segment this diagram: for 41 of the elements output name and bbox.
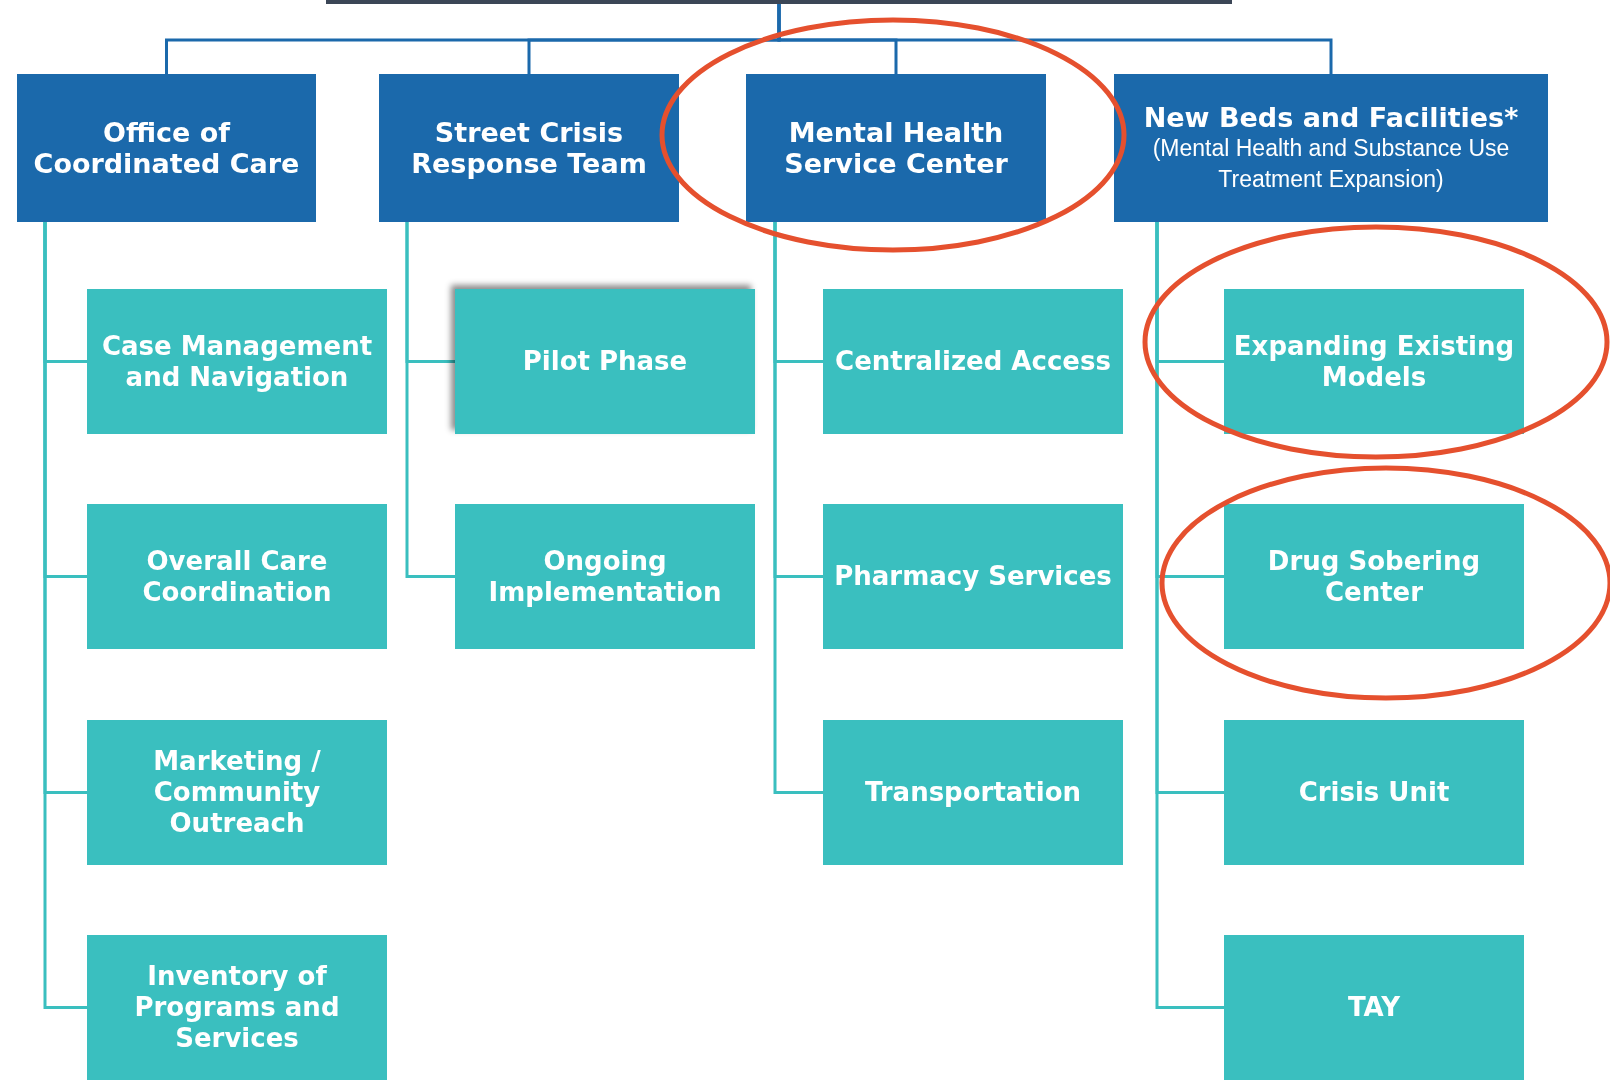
program-label: Overall Care Coordination xyxy=(141,545,333,608)
program-label: Centralized Access xyxy=(835,346,1111,377)
program-label: Ongoing Implementation xyxy=(487,545,723,608)
program-box xyxy=(823,504,1123,649)
program-label: Expanding Existing Models xyxy=(1232,330,1516,393)
program-label: Transportation xyxy=(864,777,1082,808)
connector-line xyxy=(773,222,823,794)
program-label: Pilot Phase xyxy=(522,346,688,377)
top-bar xyxy=(326,0,1232,4)
program-label: Inventory of Programs and Services xyxy=(133,961,341,1054)
program-box xyxy=(87,720,387,865)
program-box xyxy=(1224,720,1524,865)
connector-line xyxy=(405,222,455,578)
program-label: Marketing / Community Outreach xyxy=(152,746,322,839)
department-box xyxy=(17,74,316,222)
department-title: Mental Health Service Center xyxy=(783,117,1009,179)
department-box xyxy=(1114,74,1548,222)
program-box xyxy=(455,289,755,434)
program-box xyxy=(87,935,387,1080)
program-box xyxy=(823,289,1123,434)
department-title: New Beds and Facilities* xyxy=(1143,101,1519,133)
department-subtitle: (Mental Health and Substance Use Treatment Expansion) xyxy=(1151,133,1511,194)
program-label: TAY xyxy=(1347,992,1401,1023)
connector-line xyxy=(777,4,1333,74)
connector-line xyxy=(43,222,87,1009)
program-box xyxy=(1224,289,1524,434)
program-label: Drug Sobering Center xyxy=(1266,545,1482,608)
program-box xyxy=(1224,935,1524,1080)
program-box xyxy=(823,720,1123,865)
department-box xyxy=(746,74,1046,222)
program-label: Crisis Unit xyxy=(1298,777,1450,808)
program-label: Case Management and Navigation xyxy=(100,330,374,393)
program-label: Pharmacy Services xyxy=(834,561,1112,592)
program-box xyxy=(87,504,387,649)
department-title: Office of Coordinated Care xyxy=(32,117,301,179)
program-box xyxy=(455,504,755,649)
program-box xyxy=(1224,504,1524,649)
department-box xyxy=(379,74,679,222)
department-title: Street Crisis Response Team xyxy=(410,117,648,179)
connector-line xyxy=(1155,222,1224,1009)
program-box xyxy=(87,289,387,434)
